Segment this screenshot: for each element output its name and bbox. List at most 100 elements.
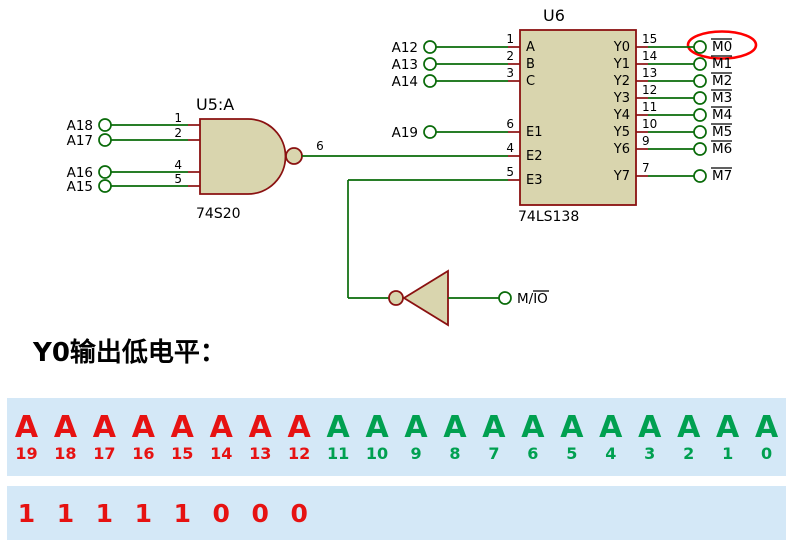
bit-index: 17 bbox=[93, 443, 116, 463]
net-label: M0 bbox=[712, 39, 732, 55]
bit-index: 3 bbox=[644, 443, 656, 463]
mio-terminal bbox=[498, 291, 512, 305]
pin-name: A bbox=[526, 40, 535, 55]
pin-name: Y3 bbox=[613, 91, 630, 106]
bit-value bbox=[708, 486, 747, 540]
bit-index: 0 bbox=[761, 443, 773, 463]
pin-number: 6 bbox=[316, 139, 324, 153]
bit-index: 8 bbox=[449, 443, 461, 463]
bit-value bbox=[358, 486, 397, 540]
bit-index: 2 bbox=[683, 443, 695, 463]
gate-part-label: 74S20 bbox=[196, 206, 241, 222]
pin-name: Y7 bbox=[613, 169, 630, 184]
input-terminal bbox=[423, 57, 437, 71]
bit-letter: A bbox=[248, 409, 272, 445]
bit-letter: A bbox=[92, 409, 116, 445]
pin-number: 13 bbox=[642, 66, 657, 80]
net-label: M2 bbox=[712, 73, 732, 89]
pin-name: E2 bbox=[526, 149, 543, 164]
pin-name: C bbox=[526, 74, 535, 89]
net-label: A12 bbox=[392, 40, 418, 56]
caption-text: Y0输出低电平： bbox=[33, 338, 226, 368]
output-terminal bbox=[693, 125, 707, 139]
net-label: M6 bbox=[712, 141, 732, 157]
pin-name: E1 bbox=[526, 125, 543, 140]
bit-index: 18 bbox=[54, 443, 77, 463]
input-terminal bbox=[98, 165, 112, 179]
bit-letter: A bbox=[14, 409, 39, 445]
pin-number: 14 bbox=[642, 49, 657, 63]
bit-value bbox=[319, 486, 358, 540]
bit-letter: A bbox=[365, 409, 389, 445]
bit-value: 1 bbox=[173, 498, 191, 528]
bit-index: 5 bbox=[566, 443, 578, 463]
bit-letter: A bbox=[326, 409, 350, 445]
pin-name: Y4 bbox=[613, 108, 630, 123]
mio-prefix: M/ bbox=[517, 291, 534, 307]
net-label: M5 bbox=[712, 124, 732, 140]
bit-index: 1 bbox=[722, 443, 734, 463]
bit-letter: A bbox=[443, 409, 467, 445]
bit-letter: A bbox=[170, 409, 194, 445]
input-terminal bbox=[423, 125, 437, 139]
pin-number: 5 bbox=[506, 165, 514, 179]
net-label: A19 bbox=[392, 125, 418, 141]
bit-value: 0 bbox=[251, 498, 269, 528]
bit-value bbox=[513, 486, 552, 540]
bit-letter: A bbox=[754, 409, 779, 445]
nand-output-bubble bbox=[285, 147, 303, 165]
bit-value bbox=[747, 486, 786, 540]
pin-name: B bbox=[526, 57, 535, 72]
output-terminal bbox=[693, 108, 707, 122]
bit-value bbox=[552, 486, 591, 540]
mio-net-label: M/IO bbox=[517, 291, 548, 307]
bit-letter: A bbox=[599, 409, 623, 445]
pin-number: 1 bbox=[506, 32, 514, 46]
pin-number: 6 bbox=[506, 117, 514, 131]
net-label: M7 bbox=[712, 168, 732, 184]
pin-number: 3 bbox=[506, 66, 514, 80]
output-terminal bbox=[693, 74, 707, 88]
u6-chip-body bbox=[519, 29, 637, 206]
pin-name: E3 bbox=[526, 173, 543, 188]
chip-ref-label: U6 bbox=[543, 6, 565, 25]
bit-letter: A bbox=[677, 409, 701, 445]
net-label: A16 bbox=[67, 165, 93, 181]
pin-number: 4 bbox=[174, 158, 182, 172]
net-label: A15 bbox=[67, 179, 93, 195]
bit-index: 13 bbox=[249, 443, 272, 463]
output-terminal bbox=[693, 91, 707, 105]
pin-number: 1 bbox=[174, 111, 182, 125]
bit-letter: A bbox=[53, 409, 78, 445]
bit-letter: A bbox=[521, 409, 545, 445]
net-label: A17 bbox=[67, 133, 93, 149]
bit-index: 10 bbox=[365, 443, 389, 463]
bit-value bbox=[630, 486, 669, 540]
pin-name: Y2 bbox=[613, 74, 630, 89]
bit-index: 6 bbox=[527, 443, 539, 463]
highlight-ellipse bbox=[686, 30, 758, 60]
bit-value bbox=[591, 486, 630, 540]
pin-number: 5 bbox=[174, 172, 182, 186]
bit-value: 1 bbox=[56, 498, 75, 528]
bit-value bbox=[474, 486, 513, 540]
bit-index: 11 bbox=[326, 443, 350, 463]
inverter-body bbox=[402, 269, 449, 327]
bit-letter: A bbox=[560, 409, 584, 445]
bit-value bbox=[669, 486, 708, 540]
output-terminal bbox=[693, 169, 707, 183]
